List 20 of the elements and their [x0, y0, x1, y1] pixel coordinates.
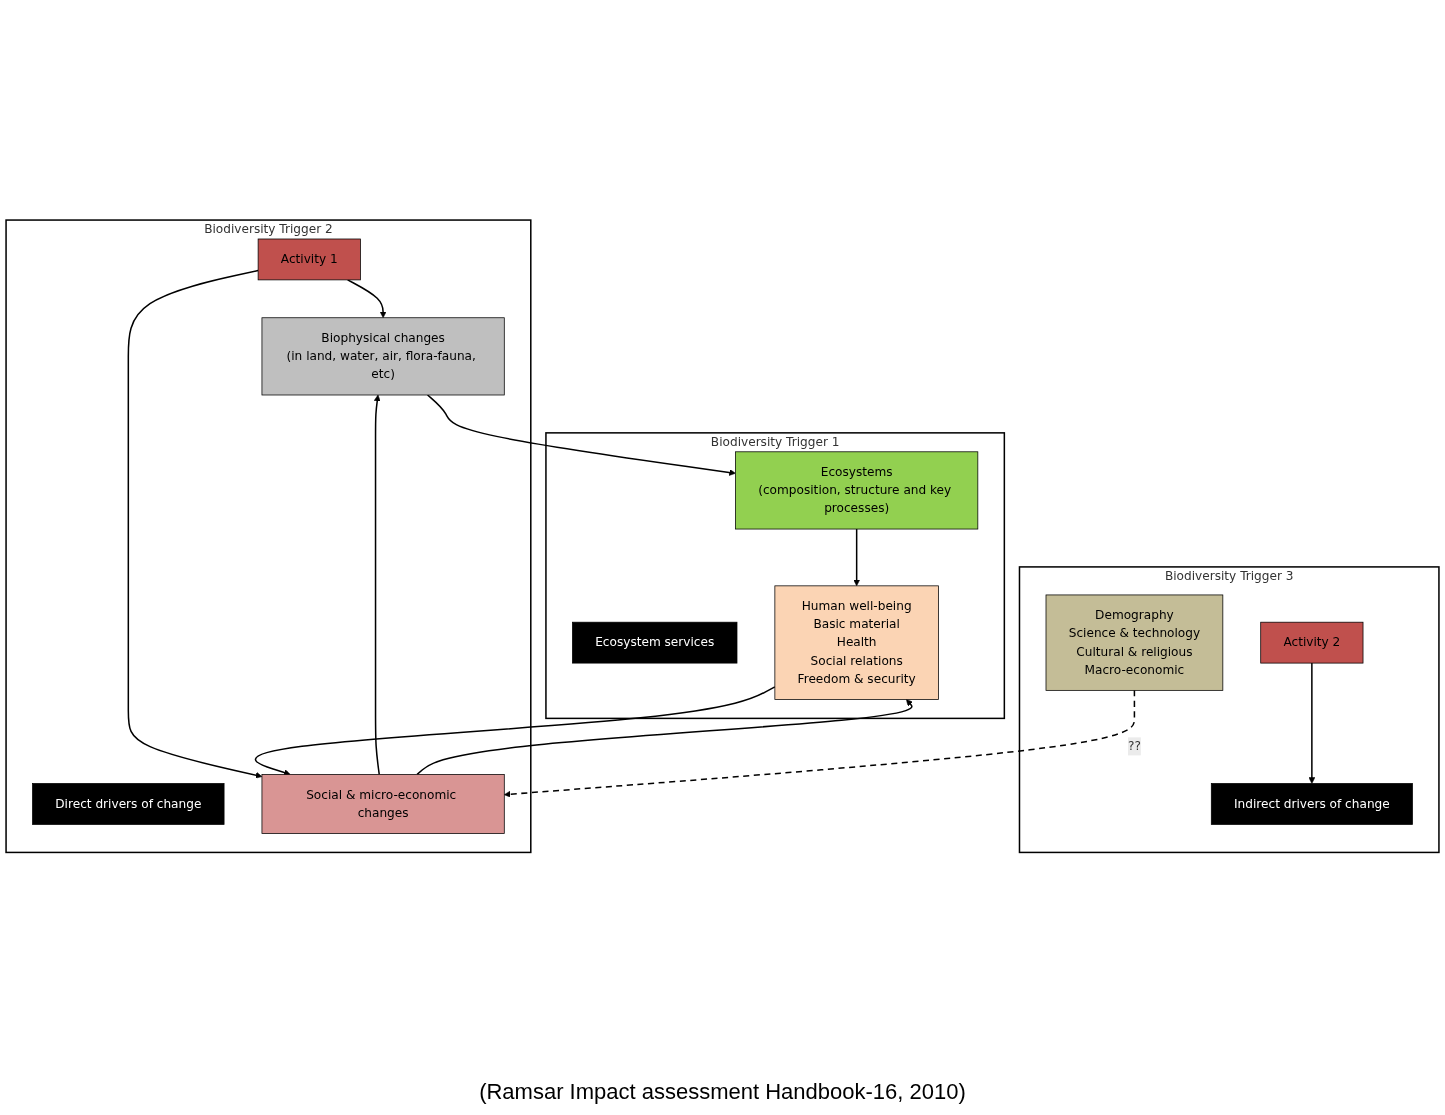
node-box: Ecosystems (composition, structure and key processes) [735, 451, 979, 530]
node-box: Activity 1 [257, 238, 361, 281]
arrow [504, 689, 1136, 798]
node-box: Indirect drivers of change [1210, 783, 1413, 826]
node-box: Ecosystem services [572, 622, 738, 664]
arrow [373, 394, 381, 776]
arrow [416, 699, 913, 776]
node-box: Activity 2 [1260, 622, 1364, 664]
arrow [853, 528, 860, 587]
arrow [254, 686, 776, 776]
node-box: Social & micro-economic changes [261, 774, 505, 835]
arrow [1308, 662, 1316, 785]
node-box: Human well-being Basic material Health Social relations Freedom & security [774, 585, 939, 701]
arrow [426, 394, 736, 476]
node-box: Demography Science & technology Cultural & religious Macro-economic [1045, 594, 1224, 691]
node-box: Direct drivers of change [32, 783, 225, 826]
arrow [127, 270, 263, 779]
caption: (Ramsar Impact assessment Handbook-16, 2010) [479, 1079, 966, 1105]
edge-label: ?? [1127, 739, 1141, 754]
node-box: Biophysical changes (in land, water, air, flora-fauna, etc) [261, 317, 505, 396]
